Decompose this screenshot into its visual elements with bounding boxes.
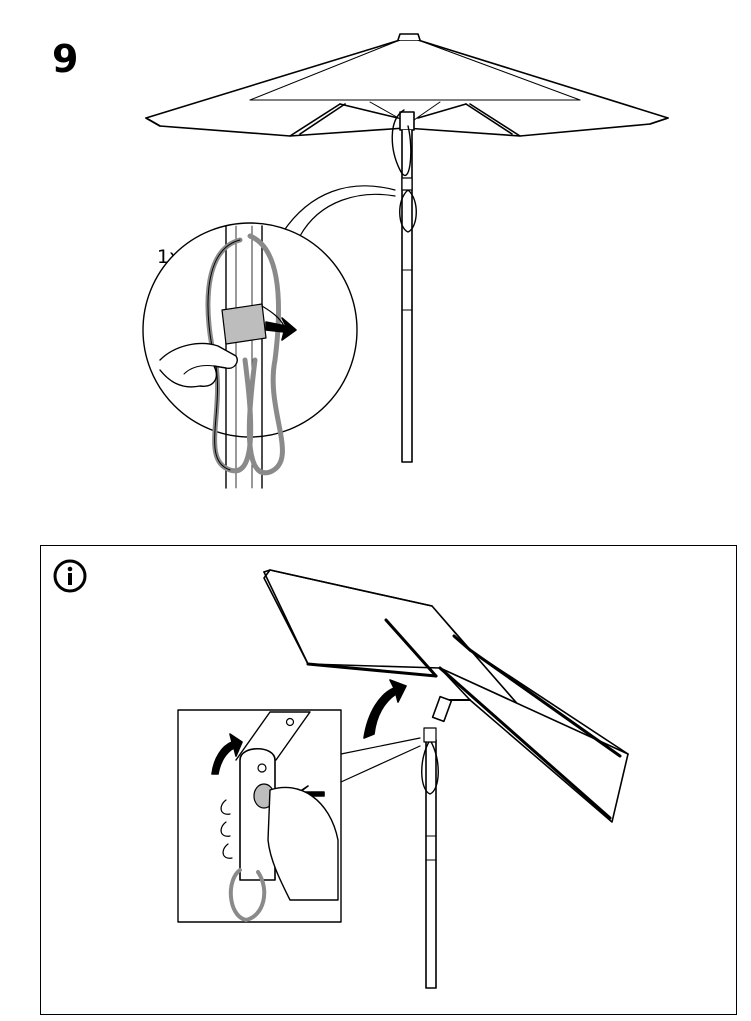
step-illustration	[142, 33, 669, 489]
step-number: 9	[52, 37, 79, 81]
umbrella-pole	[401, 129, 413, 463]
cable-coil	[391, 109, 417, 233]
hand	[159, 342, 238, 388]
info-icon	[53, 559, 87, 593]
info-panel	[40, 545, 737, 1015]
pull-arrow	[265, 317, 297, 341]
velcro-strap	[221, 303, 267, 345]
